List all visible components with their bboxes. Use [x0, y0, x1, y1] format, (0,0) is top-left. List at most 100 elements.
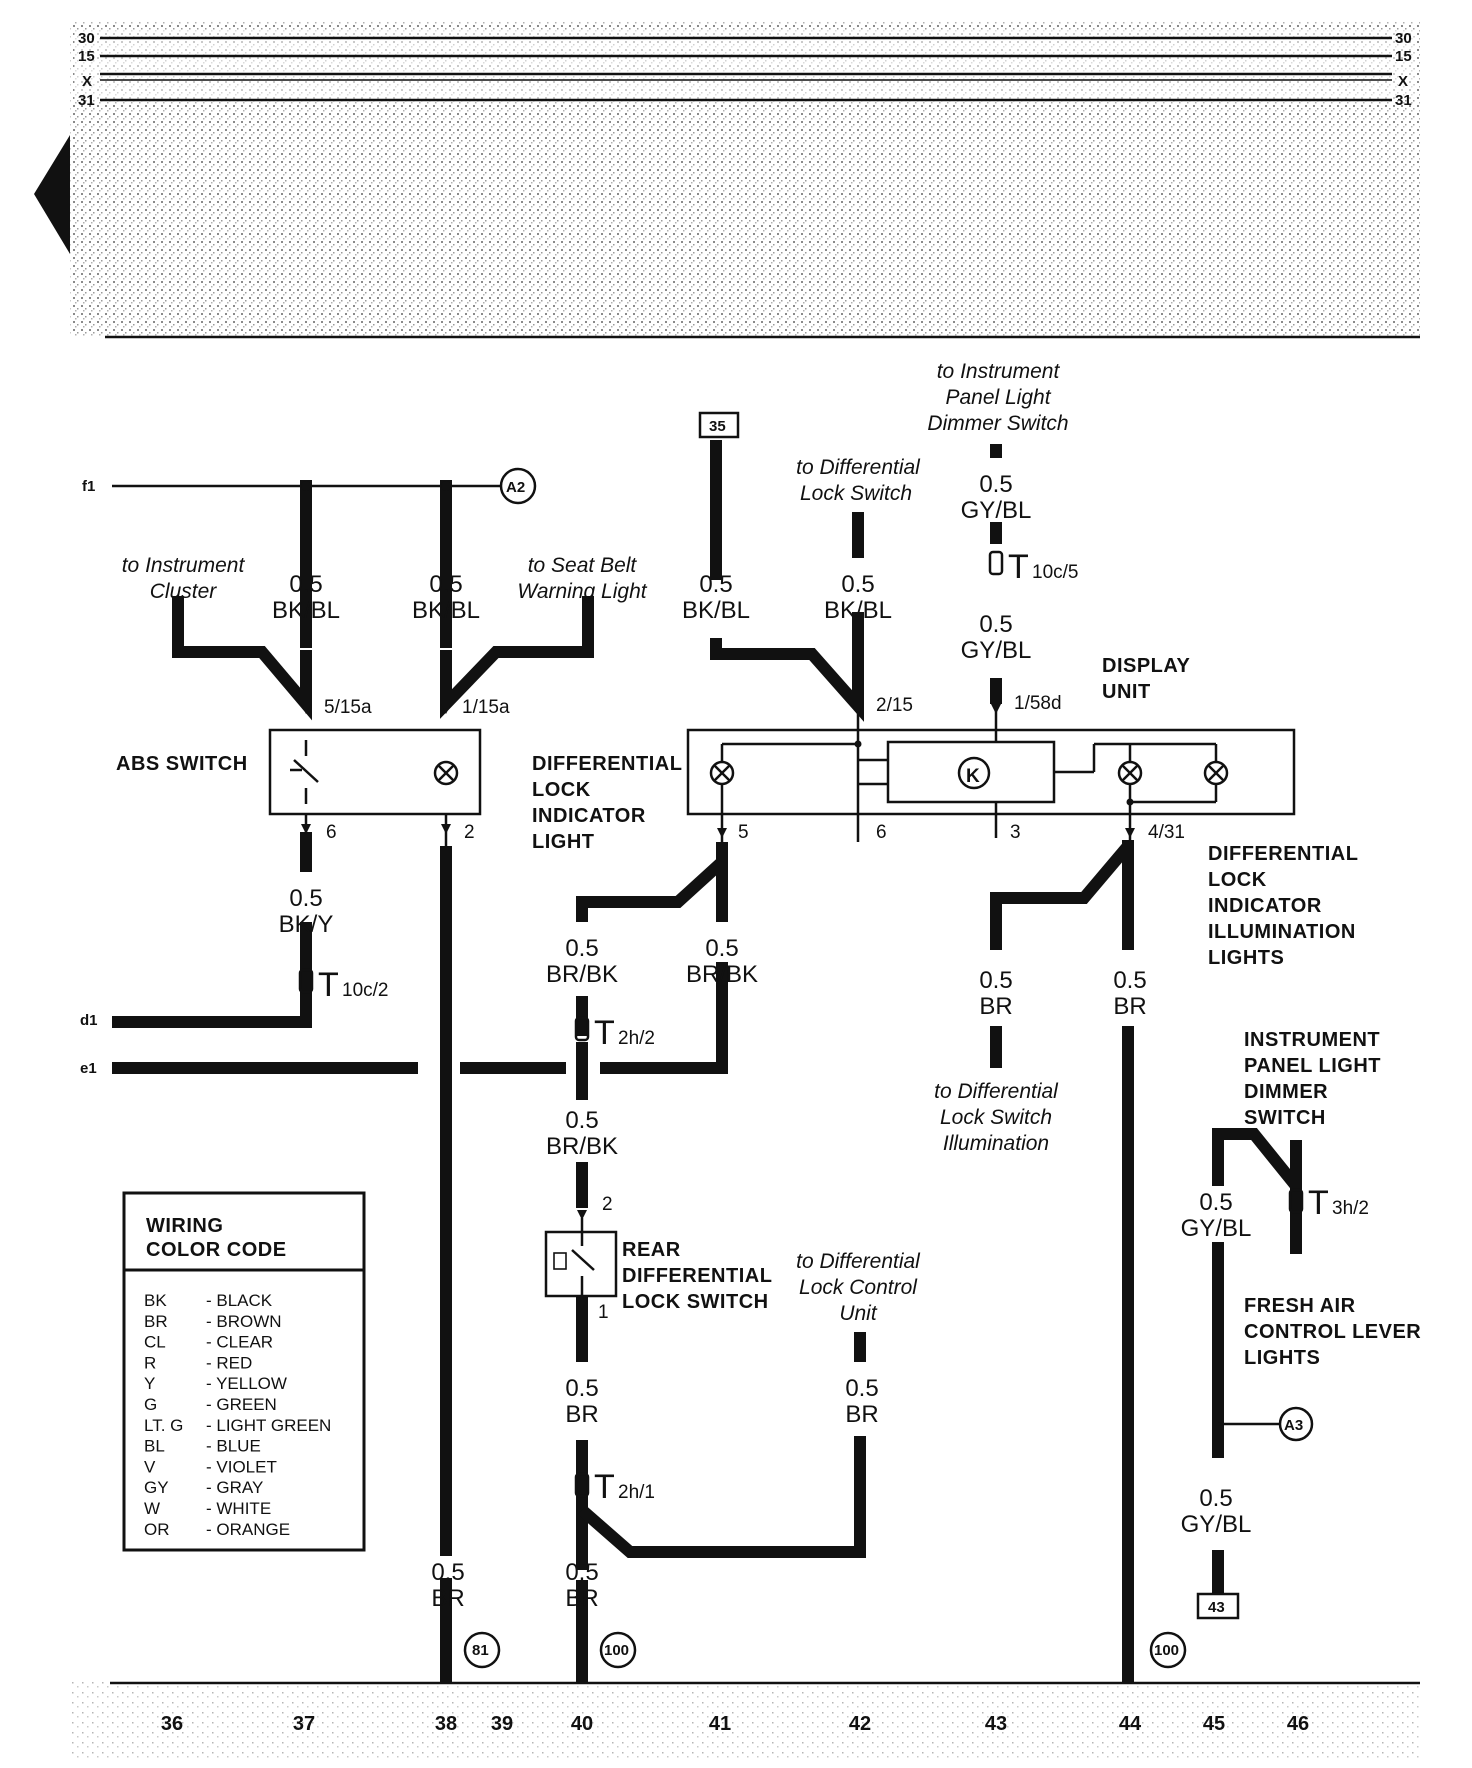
legend-meaning: - BLACK — [206, 1291, 273, 1310]
column-38: 38 — [435, 1713, 457, 1735]
legend-meaning: - GREEN — [206, 1395, 277, 1414]
wire-gauge: 0.5 — [1199, 1485, 1232, 1512]
label-dimmer-3: DIMMER — [1244, 1081, 1328, 1103]
wire-gauge: 0.5 — [1113, 967, 1146, 994]
wire-gauge: 0.5 — [431, 1559, 464, 1586]
bus-label-15-left: 15 — [78, 48, 95, 65]
wire-color: BR/BK — [686, 961, 758, 988]
column-37: 37 — [293, 1713, 315, 1735]
wire-gauge: 0.5 — [845, 1375, 878, 1402]
pin-rear-switch-1: 1 — [598, 1302, 609, 1323]
note-diff-illum-2: Lock Switch — [940, 1106, 1052, 1129]
wire-color: GY/BL — [1181, 1511, 1252, 1538]
note-diff-control-2: Lock Control — [799, 1276, 918, 1299]
legend-title-2: COLOR CODE — [146, 1239, 287, 1261]
legend-code: Y — [144, 1374, 155, 1393]
label-diff-indicator-4: LIGHT — [532, 831, 595, 853]
wire-color: GY/BL — [961, 497, 1032, 524]
legend-meaning: - WHITE — [206, 1499, 271, 1518]
wire-color: BR — [1113, 993, 1146, 1020]
ground-ref-81-label: 81 — [472, 1642, 489, 1659]
legend-code: V — [144, 1457, 156, 1476]
pin-du-1-58d: 1/58d — [1014, 693, 1062, 714]
wire-color: BR — [979, 993, 1012, 1020]
pin-abs-1-15a: 1/15a — [462, 697, 510, 718]
label-display-unit-2: UNIT — [1102, 681, 1151, 703]
wire-gauge: 0.5 — [979, 611, 1012, 638]
legend-meaning: - BROWN — [206, 1312, 282, 1331]
legend-code: G — [144, 1395, 157, 1414]
label-diff-indicator-2: LOCK — [532, 779, 591, 801]
label-rear-diff-3: LOCK SWITCH — [622, 1291, 769, 1313]
wire-gauge: 0.5 — [699, 571, 732, 598]
note-dimmer-1: to Instrument — [937, 360, 1061, 383]
label-diff-illum-1: DIFFERENTIAL — [1208, 843, 1358, 865]
wire-color: BR — [565, 1401, 598, 1428]
wire-color: BR — [431, 1585, 464, 1612]
wire-gauge: 0.5 — [841, 571, 874, 598]
ground-ref-100-right — [1149, 1631, 1187, 1669]
ref-box-35 — [698, 411, 740, 439]
terminal-t2h2-main: T — [594, 1014, 615, 1052]
terminal-t10c5-sub: 10c/5 — [1032, 562, 1078, 583]
wire-color: BR/BK — [546, 1133, 618, 1160]
legend-code: BL — [144, 1437, 165, 1456]
pin-du-5: 5 — [738, 822, 749, 843]
wire-gauge: 0.5 — [979, 967, 1012, 994]
column-40: 40 — [571, 1713, 593, 1735]
terminal-t10c2-main: T — [318, 966, 339, 1004]
legend-meaning: - RED — [206, 1353, 252, 1372]
label-dimmer-4: SWITCH — [1244, 1107, 1326, 1129]
note-instrument-cluster-1: to Instrument — [122, 554, 246, 577]
wire-gauge: 0.5 — [565, 1107, 598, 1134]
label-diff-illum-4: ILLUMINATION — [1208, 921, 1356, 943]
pin-du-3: 3 — [1010, 822, 1021, 843]
legend-code: W — [144, 1499, 160, 1518]
label-fresh-air-1: FRESH AIR — [1244, 1295, 1356, 1317]
wire-color: BK/BL — [412, 597, 480, 624]
ref-box-35-label: 35 — [709, 418, 726, 435]
ground-ref-100-left — [599, 1631, 637, 1669]
terminal-t2h1-main: T — [594, 1468, 615, 1506]
wire-color: BR — [845, 1401, 878, 1428]
label-diff-indicator-1: DIFFERENTIAL — [532, 753, 682, 775]
note-diff-lock-switch-1: to Differential — [796, 456, 921, 479]
note-instrument-cluster-2: Cluster — [150, 580, 218, 603]
legend-code: R — [144, 1353, 156, 1372]
bus-label-30-right: 30 — [1395, 30, 1412, 47]
display-unit-box — [686, 728, 1296, 816]
legend-code: LT. G — [144, 1416, 183, 1435]
bus-label-31-right: 31 — [1395, 92, 1412, 109]
wire-color: BR — [565, 1585, 598, 1612]
indicator-lamp-icon — [709, 760, 735, 786]
terminal-t2h2-sub: 2h/2 — [618, 1028, 655, 1049]
legend-meaning: - VIOLET — [206, 1457, 277, 1476]
label-abs-switch: ABS SWITCH — [116, 753, 248, 775]
column-46: 46 — [1287, 1713, 1309, 1735]
pin-du-6: 6 — [876, 822, 887, 843]
ref-a3-label: A3 — [1284, 1417, 1303, 1434]
legend-meaning: - ORANGE — [206, 1520, 290, 1539]
legend-code: CL — [144, 1333, 166, 1352]
ground-strip — [70, 1682, 1420, 1758]
label-diff-illum-2: LOCK — [1208, 869, 1267, 891]
label-rear-diff-2: DIFFERENTIAL — [622, 1265, 772, 1287]
legend-code: BK — [144, 1291, 167, 1310]
wire-color: GY/BL — [961, 637, 1032, 664]
legend-meaning: - BLUE — [206, 1437, 261, 1456]
terminal-t2h1-sub: 2h/1 — [618, 1482, 655, 1503]
note-dimmer-2: Panel Light — [945, 386, 1051, 409]
k-symbol: K — [966, 766, 980, 787]
wire-gauge: 0.5 — [289, 571, 322, 598]
bus-lines — [100, 36, 1420, 339]
ref-a3-circle — [1278, 1406, 1314, 1442]
circuit-e1: e1 — [80, 1060, 97, 1077]
wire-color: BK/Y — [279, 911, 334, 938]
bus-label-30-left: 30 — [78, 30, 95, 47]
label-diff-illum-3: INDICATOR — [1208, 895, 1322, 917]
terminal-t10c5-main: T — [1008, 548, 1029, 586]
terminal-t3h2-main: T — [1308, 1184, 1329, 1222]
page-prev-arrow[interactable] — [34, 135, 70, 254]
illumination-lamp-2-icon — [1203, 760, 1229, 786]
